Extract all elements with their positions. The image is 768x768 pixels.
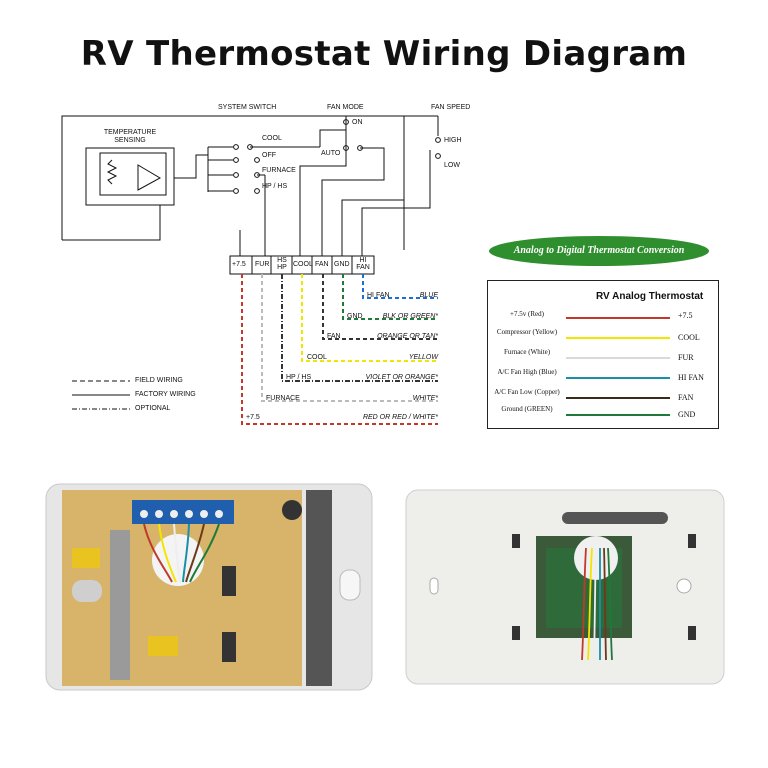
wire-swatch [566,357,670,359]
wire-name: +7.5 [246,414,260,421]
hphs-switch-label: HP / HS [262,183,288,190]
wire-color: BLUE [419,292,438,299]
conversion-title: Analog to Digital Thermostat Conversion [489,236,709,266]
table-row: Compressor (Yellow) COOL [494,329,712,347]
fan-mode-label: FAN MODE [327,104,364,111]
auto-label: AUTO [321,150,341,157]
terminal-label: FUR [255,261,270,268]
cool-switch-label: COOL [262,135,282,142]
wire-color: VIOLET OR ORANGE* [365,374,438,381]
fan-speed-label: FAN SPEED [431,104,471,111]
wire-swatch [566,377,670,379]
table-row: Furnace (White) FUR [494,349,712,367]
wire-source: A/C Fan High (Blue) [497,368,557,376]
legend-factory-wiring: FACTORY WIRING [135,391,196,398]
terminal-label: HI FAN [356,257,370,271]
wire-terminal: FAN [678,393,694,402]
furnace-switch-label: FURNACE [262,167,296,174]
terminal-label: FAN [315,261,329,268]
table-row: +7.5v (Red) +7.5 [494,311,712,329]
wire-name: HI FAN [367,292,390,299]
system-switch-label: SYSTEM SWITCH [218,104,277,111]
wire-color: RED OR RED / WHITE* [362,414,438,421]
wire-source: Furnace (White) [503,348,551,356]
wire-terminal: HI FAN [678,373,704,382]
on-label: ON [352,119,363,126]
low-label: LOW [444,162,460,169]
high-label: HIGH [444,137,462,144]
legend-optional: OPTIONAL [135,405,171,412]
temp-sensing-label: TEMPERATURE SENSING [103,129,157,144]
wire-name: GND [347,313,363,320]
wire-terminal: COOL [678,333,700,342]
terminal-label: +7.5 [232,261,246,268]
off-switch-label: OFF [262,152,276,159]
wire-name: HP / HS [286,374,312,381]
wire-color: YELLOW [408,354,438,361]
table-row: Ground (GREEN) GND [494,406,712,424]
wire-source: Compressor (Yellow) [496,328,558,336]
wire-terminal: GND [678,410,696,419]
page-title: RV Thermostat Wiring Diagram [80,34,688,74]
wire-terminal: +7.5 [678,311,693,320]
thermostat-wall-plate-photo [405,489,725,685]
wire-name: COOL [307,354,327,361]
thermostat-back-plate-photo [45,483,373,691]
table-row: A/C Fan Low (Copper) FAN [494,389,712,407]
wire-swatch [566,397,670,399]
wire-color: BLK OR GREEN* [382,313,438,320]
legend-field-wiring: FIELD WIRING [135,377,183,384]
wire-name: FURNACE [266,395,300,402]
wire-source: Ground (GREEN) [501,405,553,413]
terminal-label: COOL [293,261,313,268]
wire-swatch [566,337,670,339]
wire-source: A/C Fan Low (Copper) [494,388,560,396]
terminal-label: HS HP [277,257,287,271]
wire-terminal: FUR [678,353,694,362]
wire-source: +7.5v (Red) [510,310,544,318]
wire-color: ORANGE OR TAN* [377,333,438,340]
wire-swatch [566,414,670,416]
table-row: A/C Fan High (Blue) HI FAN [494,369,712,387]
wire-swatch [566,317,670,319]
wire-color: WHITE* [412,395,438,402]
terminal-label: GND [334,261,350,268]
thermostat-photos [45,483,725,691]
conversion-table: RV Analog Thermostat +7.5v (Red) +7.5 Co… [487,280,719,429]
wire-name: FAN [327,333,341,340]
table-title: RV Analog Thermostat [596,291,704,302]
